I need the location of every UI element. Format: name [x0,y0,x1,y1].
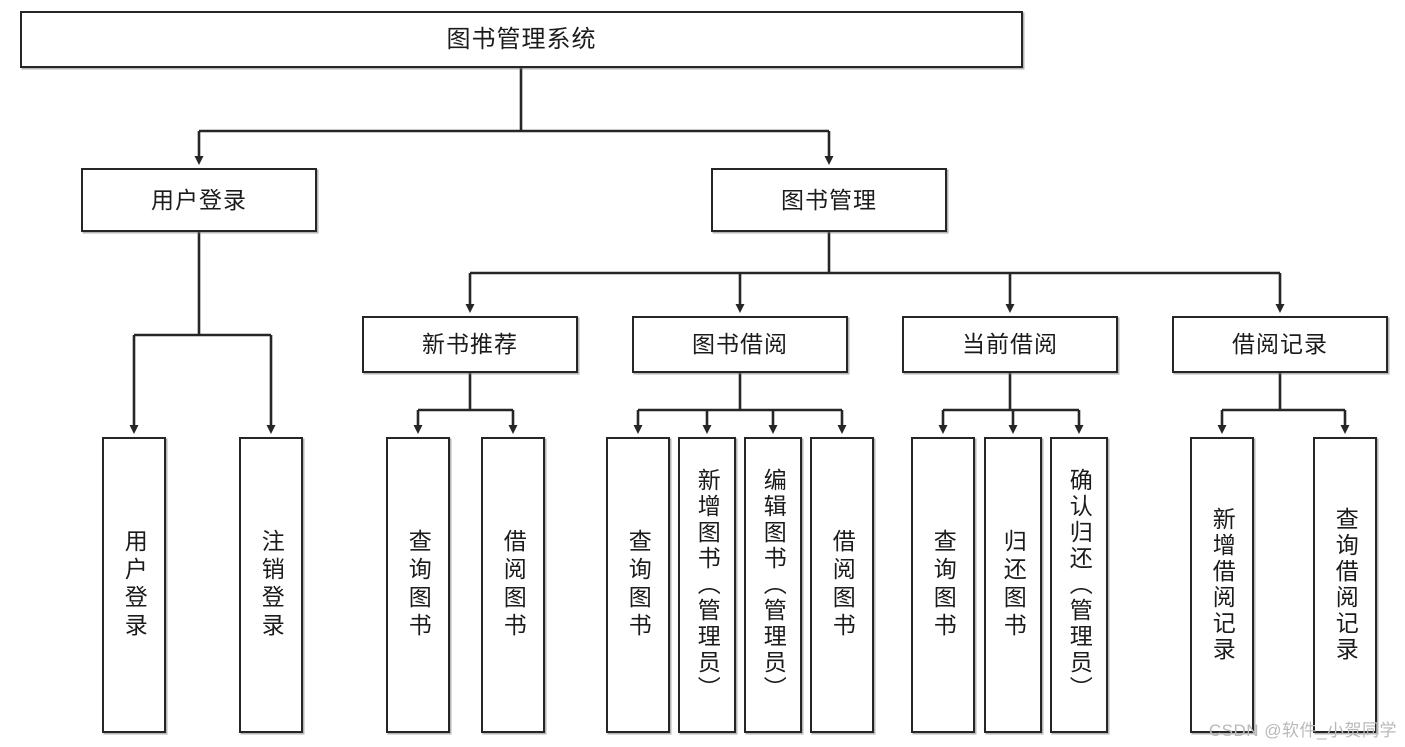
leaf-user-login[interactable]: 用户登录 [102,437,166,733]
leaf-query-book-1[interactable]: 查询图书 [386,437,450,733]
leaf-user-login-label: 用户登录 [121,529,148,641]
leaf-borrow-book-1-label: 借阅图书 [500,529,527,641]
leaf-add-book[interactable]: 新增图书（管理员） [678,437,736,733]
leaf-borrow-book-2[interactable]: 借阅图书 [810,437,874,733]
leaf-query-book-3[interactable]: 查询图书 [911,437,975,733]
node-borrow-record-label: 借阅记录 [1232,331,1328,358]
leaf-edit-book-label: 编辑图书（管理员） [760,468,787,702]
leaf-return-book-label: 归还图书 [1000,529,1027,641]
leaf-query-book-1-label: 查询图书 [405,529,432,641]
leaf-query-borrow-record[interactable]: 查询借阅记录 [1313,437,1377,733]
node-new-book-recommend[interactable]: 新书推荐 [362,316,578,373]
leaf-borrow-book-1[interactable]: 借阅图书 [481,437,545,733]
node-new-book-recommend-label: 新书推荐 [422,331,518,358]
leaf-query-book-2[interactable]: 查询图书 [606,437,670,733]
node-borrow-record[interactable]: 借阅记录 [1172,316,1388,373]
leaf-add-borrow-record[interactable]: 新增借阅记录 [1190,437,1254,733]
leaf-borrow-book-2-label: 借阅图书 [829,529,856,641]
watermark: CSDN @软件_小贺同学 [1208,721,1397,740]
node-user-login[interactable]: 用户登录 [81,168,317,232]
leaf-query-borrow-record-label: 查询借阅记录 [1332,507,1359,663]
node-user-login-label: 用户登录 [151,186,247,213]
node-current-borrow[interactable]: 当前借阅 [902,316,1118,373]
leaf-query-book-3-label: 查询图书 [930,529,957,641]
leaf-user-logout[interactable]: 注销登录 [239,437,303,733]
node-book-borrow-label: 图书借阅 [692,331,788,358]
leaf-add-borrow-record-label: 新增借阅记录 [1209,507,1236,663]
node-book-borrow[interactable]: 图书借阅 [632,316,848,373]
leaf-user-logout-label: 注销登录 [258,529,285,641]
leaf-confirm-return[interactable]: 确认归还（管理员） [1050,437,1108,733]
leaf-query-book-2-label: 查询图书 [625,529,652,641]
leaf-add-book-label: 新增图书（管理员） [694,468,721,702]
leaf-edit-book[interactable]: 编辑图书（管理员） [744,437,802,733]
leaf-return-book[interactable]: 归还图书 [984,437,1042,733]
node-book-manage-label: 图书管理 [781,186,877,213]
node-root-label: 图书管理系统 [446,25,597,53]
node-current-borrow-label: 当前借阅 [962,331,1058,358]
leaf-confirm-return-label: 确认归还（管理员） [1066,468,1093,702]
node-book-manage[interactable]: 图书管理 [711,168,947,232]
node-root[interactable]: 图书管理系统 [20,11,1023,68]
